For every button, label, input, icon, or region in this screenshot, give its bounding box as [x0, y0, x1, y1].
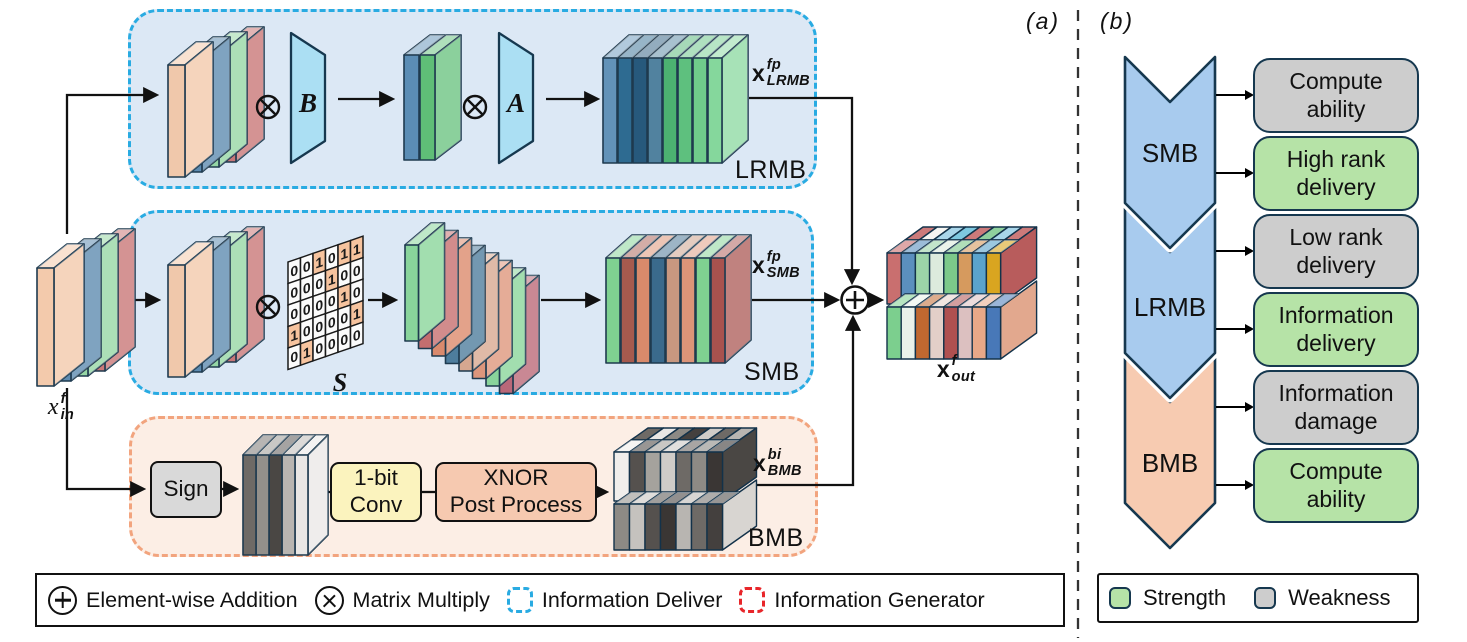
legend-a: Element-wise Addition Matrix Multiply In… — [35, 573, 1065, 627]
strength-swatch-icon — [1109, 587, 1131, 609]
smb-block — [128, 210, 814, 395]
property-box-compute-ability-weak: Compute ability — [1253, 58, 1419, 133]
matrix-a-label: A — [506, 88, 525, 118]
legend-item-info-generator: Information Generator — [739, 587, 985, 613]
arrow-smb-1 — [1216, 88, 1254, 101]
chevron-label-lrmb: LRMB — [1133, 292, 1207, 322]
element-wise-addition-icon — [840, 285, 870, 315]
smb-block-label: SMB — [744, 358, 800, 386]
panel-b-label: (b) — [1099, 8, 1135, 34]
input-tensor — [36, 228, 136, 387]
property-box-high-rank-delivery: High rank delivery — [1253, 136, 1419, 211]
arrow-bmb-1 — [1216, 400, 1254, 413]
arrow-lrmb-1 — [1216, 244, 1254, 257]
lrmb-block-label: LRMB — [735, 156, 807, 184]
legend-item-elementwise: Element-wise Addition — [48, 585, 298, 615]
property-box-low-rank-delivery: Low rank delivery — [1253, 214, 1419, 289]
legend-b: Strength Weakness — [1097, 573, 1419, 623]
legend-item-matmul: Matrix Multiply — [308, 579, 490, 621]
xnor-post-process-box: XNOR Post Process — [435, 462, 597, 522]
property-box-compute-ability-strong: Compute ability — [1253, 448, 1419, 523]
matrix-s-label: S — [332, 368, 348, 397]
dashed-box-blue-icon — [506, 587, 533, 613]
lrmb-block — [128, 9, 817, 189]
property-box-information-delivery: Information delivery — [1253, 292, 1419, 367]
times-circle-icon — [308, 579, 350, 621]
bmb-block-label: BMB — [748, 524, 804, 552]
dashed-box-red-icon — [739, 587, 766, 613]
x-in-base: x — [47, 393, 59, 420]
output-tensor-cube — [886, 226, 1038, 360]
arrow-bmb-2 — [1216, 478, 1254, 491]
property-box-information-damage: Information damage — [1253, 370, 1419, 445]
legend-item-info-deliver: Information Deliver — [506, 587, 722, 613]
matrix-b-label: B — [298, 88, 317, 118]
plus-circle-icon — [48, 585, 77, 615]
panel-a-label: (a) — [1025, 8, 1061, 34]
chevron-label-smb: SMB — [1141, 138, 1199, 168]
sign-box: Sign — [150, 461, 222, 518]
arrow-lrmb-2 — [1216, 322, 1254, 335]
one-bit-conv-box: 1-bit Conv — [330, 462, 422, 522]
weakness-swatch-icon — [1254, 587, 1277, 609]
arrow-smb-2 — [1216, 166, 1254, 179]
chevron-label-bmb: BMB — [1141, 448, 1199, 478]
